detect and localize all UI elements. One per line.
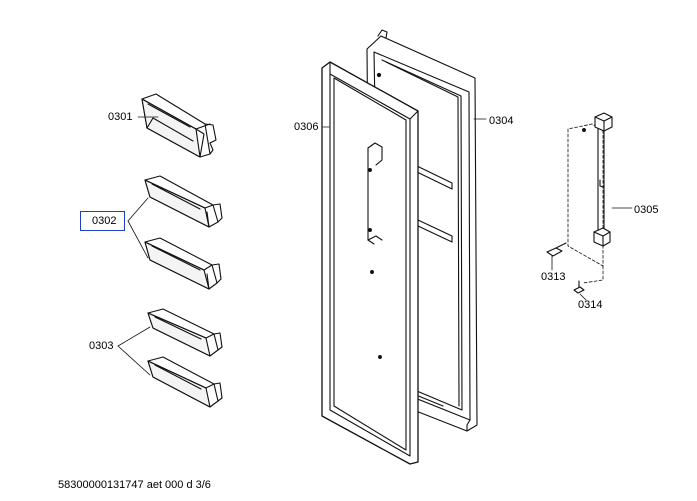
leader-lines-handle — [551, 207, 633, 301]
part-label-0305[interactable]: 0305 — [634, 204, 659, 216]
part-label-0306[interactable]: 0306 — [294, 121, 319, 133]
part-label-0303[interactable]: 0303 — [89, 340, 114, 352]
door-gasket-0306[interactable] — [321, 61, 419, 465]
leader-lines-bins — [117, 116, 159, 376]
bin-0301[interactable] — [141, 93, 217, 158]
diagram-footer-code: 58300000131747 aet 000 d 3/6 — [58, 479, 211, 491]
selected-part-highlight[interactable] — [80, 211, 125, 231]
bin-0302-upper[interactable] — [144, 175, 223, 228]
bin-0303-upper[interactable] — [147, 308, 223, 357]
bin-0303-lower[interactable] — [147, 356, 223, 408]
handle-assembly-0305[interactable] — [546, 112, 613, 294]
part-label-0313[interactable]: 0313 — [541, 271, 566, 283]
part-label-0314[interactable]: 0314 — [578, 299, 603, 311]
leader-lines-doors — [322, 118, 487, 128]
part-label-0302[interactable]: 0302 — [92, 215, 117, 227]
bin-0302-lower[interactable] — [144, 237, 222, 290]
part-label-0301[interactable]: 0301 — [108, 111, 133, 123]
part-label-0304[interactable]: 0304 — [489, 115, 514, 127]
